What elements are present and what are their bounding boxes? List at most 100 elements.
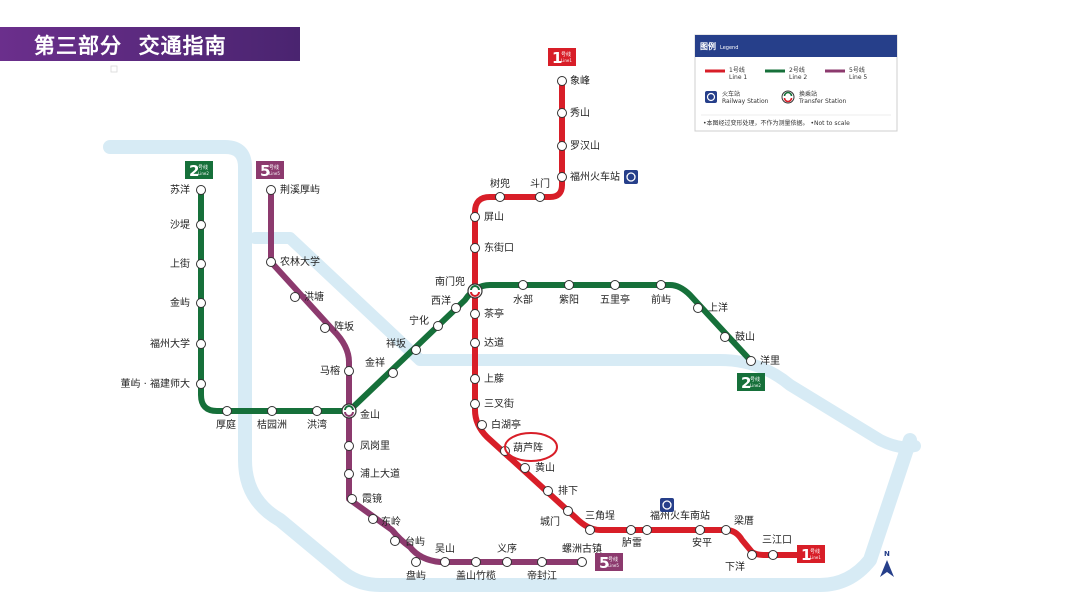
station-marker[interactable]	[196, 339, 206, 349]
station-marker[interactable]	[557, 172, 567, 182]
station-marker[interactable]	[747, 550, 757, 560]
station-label: 黄山	[535, 461, 555, 474]
station-marker[interactable]	[502, 557, 512, 567]
station-marker[interactable]	[563, 506, 573, 516]
station-marker[interactable]	[585, 525, 595, 535]
station-label: 上街	[170, 257, 190, 270]
station-label: 达道	[484, 336, 504, 349]
station-marker[interactable]	[390, 536, 400, 546]
station-marker[interactable]	[721, 525, 731, 535]
station-marker[interactable]	[746, 356, 756, 366]
station-marker[interactable]	[720, 332, 730, 342]
railway-station-icon	[624, 170, 638, 184]
svg-text:号线: 号线	[608, 556, 618, 563]
station-label: 凤岗里	[360, 440, 390, 452]
station-marker[interactable]	[470, 399, 480, 409]
station-marker[interactable]	[411, 345, 421, 355]
station-label: 义序	[497, 542, 517, 555]
svg-text:2: 2	[189, 162, 199, 180]
line-badge-5: 5 号线 Line5	[595, 553, 623, 572]
station-marker[interactable]	[290, 292, 300, 302]
station-label: 上洋	[708, 301, 728, 314]
station-marker[interactable]	[320, 323, 330, 333]
svg-text:号线: 号线	[750, 376, 760, 383]
svg-text:5: 5	[260, 162, 270, 180]
station-marker[interactable]	[626, 525, 636, 535]
station-marker[interactable]	[577, 557, 587, 567]
station-marker[interactable]	[344, 469, 354, 479]
station-marker[interactable]	[266, 257, 276, 267]
station-marker[interactable]	[266, 185, 276, 195]
station-label: 南门兜	[435, 275, 465, 288]
station-marker[interactable]	[312, 406, 322, 416]
station-marker[interactable]	[196, 259, 206, 269]
station-marker[interactable]	[196, 379, 206, 389]
line-badge-1: 1 号线 Line1	[797, 545, 825, 564]
station-label: 水部	[513, 293, 533, 306]
station-label: 排下	[558, 484, 578, 497]
station-label: 盘屿	[406, 569, 426, 582]
svg-text:号线: 号线	[561, 51, 571, 58]
section-title: 第三部分 交通指南	[34, 34, 227, 58]
station-label: 紫阳	[559, 294, 579, 306]
station-marker[interactable]	[768, 550, 778, 560]
svg-text:Transfer Station: Transfer Station	[798, 98, 847, 105]
station-marker[interactable]	[347, 494, 357, 504]
station-marker[interactable]	[642, 525, 652, 535]
station-marker[interactable]	[451, 303, 461, 313]
station-marker[interactable]	[610, 280, 620, 290]
station-marker[interactable]	[564, 280, 574, 290]
station-marker[interactable]	[557, 141, 567, 151]
station-marker[interactable]	[433, 321, 443, 331]
station-label: 金祥	[365, 356, 385, 369]
station-marker[interactable]	[470, 243, 480, 253]
svg-text:换乘站: 换乘站	[799, 90, 817, 98]
station-marker[interactable]	[267, 406, 277, 416]
station-label: 树兜	[490, 177, 510, 190]
station-marker[interactable]	[470, 338, 480, 348]
station-marker[interactable]	[557, 76, 567, 86]
station-marker[interactable]	[470, 309, 480, 319]
station-marker[interactable]	[535, 192, 545, 202]
station-marker[interactable]	[695, 525, 705, 535]
station-label: 屏山	[484, 211, 504, 223]
station-marker[interactable]	[196, 298, 206, 308]
station-marker[interactable]	[693, 303, 703, 313]
station-marker[interactable]	[518, 280, 528, 290]
station-marker[interactable]	[537, 557, 547, 567]
station-marker[interactable]	[440, 557, 450, 567]
legend-note: •本图经过变形处理，不作为测量依据。 •Not to scale	[703, 119, 850, 127]
legend-title-en: Legend	[720, 45, 738, 51]
station-marker[interactable]	[222, 406, 232, 416]
station-marker[interactable]	[368, 514, 378, 524]
station-marker[interactable]	[495, 192, 505, 202]
station-label: 上藤	[484, 373, 504, 385]
station-label: 马榕	[320, 364, 340, 377]
station-marker[interactable]	[470, 212, 480, 222]
station-marker[interactable]	[477, 420, 487, 430]
station-label: 农林大学	[280, 255, 320, 268]
station-marker[interactable]	[388, 368, 398, 378]
station-marker[interactable]	[656, 280, 666, 290]
svg-text:号线: 号线	[198, 164, 208, 171]
station-marker[interactable]	[196, 220, 206, 230]
station-marker[interactable]	[196, 185, 206, 195]
transfer-station-icon	[467, 283, 483, 299]
station-marker[interactable]	[471, 557, 481, 567]
line-badge-1: 1 号线 Line1	[548, 48, 576, 67]
station-marker[interactable]	[344, 441, 354, 451]
line-badge-2: 2 号线 Line2	[185, 161, 213, 180]
station-marker[interactable]	[344, 366, 354, 376]
station-label: 台屿	[405, 535, 425, 548]
station-marker[interactable]	[470, 374, 480, 384]
station-marker[interactable]	[557, 108, 567, 118]
svg-text:Line 5: Line 5	[849, 74, 867, 81]
station-marker[interactable]	[543, 486, 553, 496]
station-marker[interactable]	[411, 557, 421, 567]
station-marker[interactable]	[520, 463, 530, 473]
river	[103, 140, 921, 592]
station-label: 下洋	[725, 560, 745, 573]
svg-text:2号线: 2号线	[789, 66, 805, 74]
svg-text:Line 1: Line 1	[729, 74, 747, 81]
